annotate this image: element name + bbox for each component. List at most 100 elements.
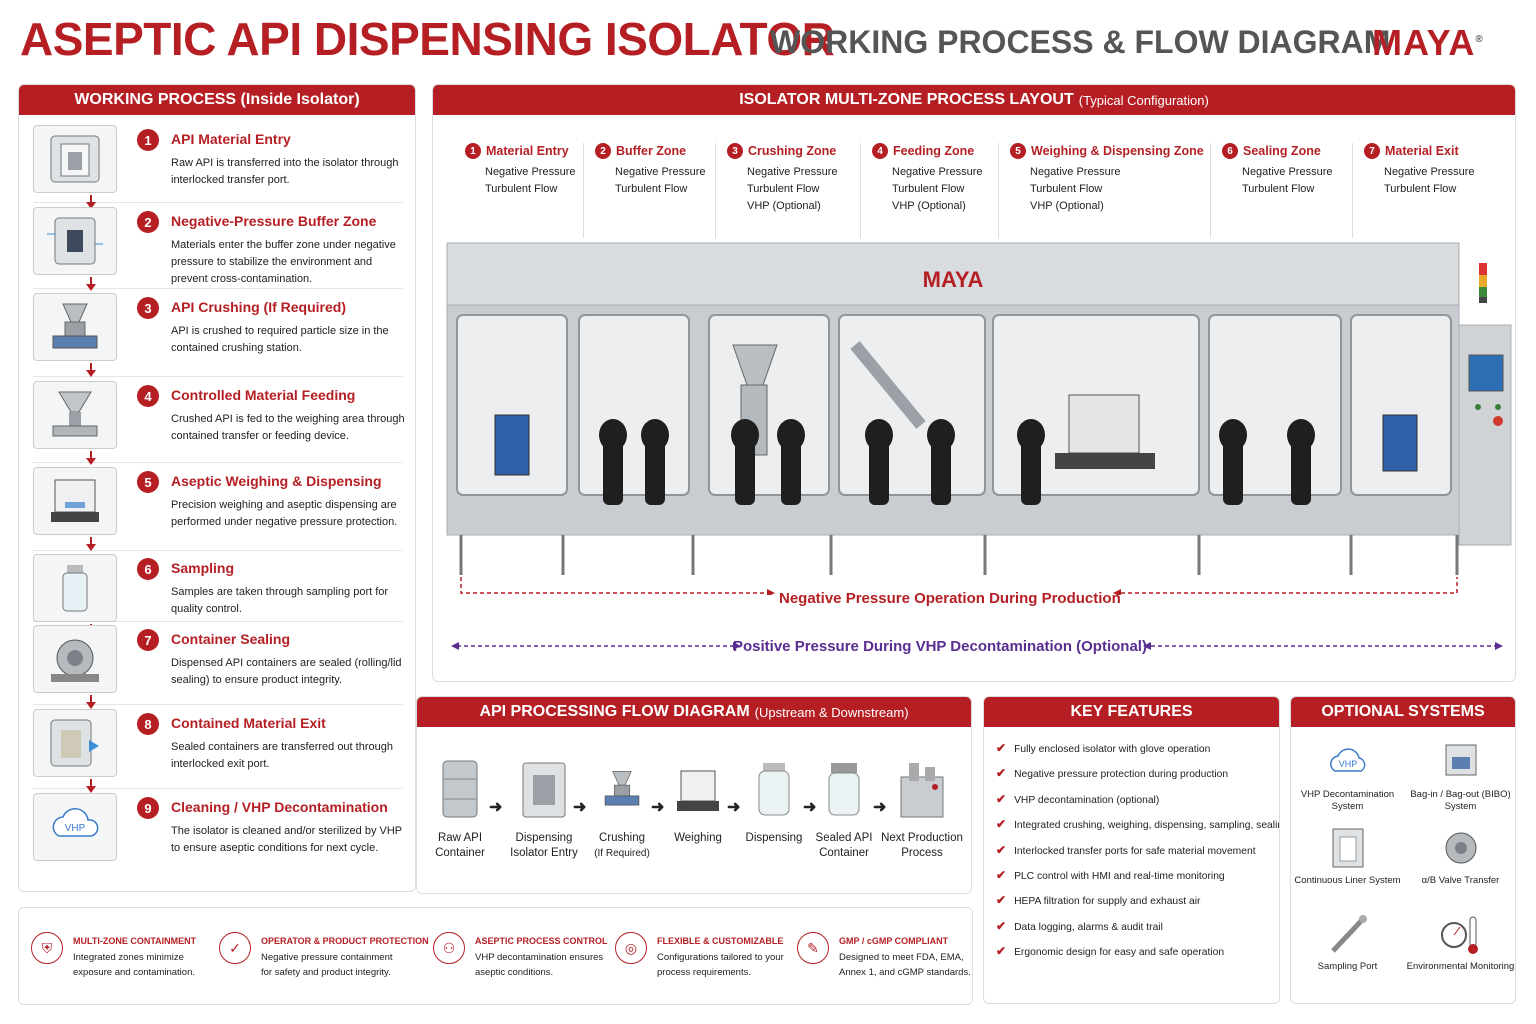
optional-system-item: Bag-in / Bag-out (BIBO) System — [1404, 739, 1515, 813]
benefit-title: FLEXIBLE & CUSTOMIZABLE — [657, 936, 784, 946]
benefit-line2: for safety and product integrity. — [261, 967, 391, 978]
scale-icon — [655, 757, 741, 821]
benefit-line1: Designed to meet FDA, EMA, — [839, 952, 964, 963]
zone-attribute: Negative Pressure — [1242, 166, 1333, 178]
step-description: API is crushed to required particle size… — [171, 325, 389, 354]
drum-icon — [417, 757, 503, 821]
people-icon: ⚇ — [433, 932, 465, 964]
step-description: Materials enter the buffer zone under ne… — [171, 239, 396, 285]
key-feature-text: VHP decontamination (optional) — [1014, 794, 1160, 806]
flow-arrow-icon: ➜ — [573, 799, 587, 816]
key-feature-text: Fully enclosed isolator with glove opera… — [1014, 744, 1211, 755]
step-title: Container Sealing — [171, 631, 291, 647]
checkmark-icon: ✔ — [996, 817, 1007, 832]
flow-label-line1: Next Production — [881, 832, 963, 844]
flow-step-label: Dispensing — [731, 831, 817, 846]
flow-arrow-icon: ➜ — [489, 799, 503, 816]
zone-number-badge: 2 — [595, 143, 611, 159]
step-number-badge: 3 — [137, 297, 159, 319]
benefit-line1: VHP decontamination ensures — [475, 952, 604, 963]
brand-logo: MAYA® — [1372, 22, 1484, 63]
shield-icon: ⛨ — [31, 932, 63, 964]
step-title: API Material Entry — [171, 131, 291, 147]
benefit-line2: Annex 1, and cGMP standards. — [839, 967, 971, 978]
zone-name: Material Exit — [1385, 144, 1459, 158]
step-number-badge: 5 — [137, 471, 159, 493]
flow-label-line1: Crushing — [598, 832, 646, 844]
key-feature-text: Ergonomic design for easy and safe opera… — [1014, 947, 1225, 959]
flow-label-line1: Sealed API — [815, 832, 873, 844]
benefit-title: MULTI-ZONE CONTAINMENT — [73, 936, 197, 946]
zone-number-badge: 3 — [727, 143, 743, 159]
machine-logo: MAYA — [923, 267, 984, 292]
down-arrow-icon — [85, 537, 97, 551]
step-title: Negative-Pressure Buffer Zone — [171, 213, 377, 229]
zone-divider — [715, 143, 716, 238]
benefit-description: Designed to meet FDA, EMA, Annex 1, and c… — [839, 950, 971, 980]
checkmark-icon: ✔ — [996, 893, 1007, 908]
page-subtitle: WORKING PROCESS & FLOW DIAGRAM — [770, 24, 1391, 60]
step-description: Crushed API is fed to the weighing area … — [171, 413, 405, 442]
optional-system-label: Bag-in / Bag-out (BIBO) System — [1410, 789, 1511, 812]
isolator-icon — [501, 757, 587, 821]
sealed-jar-icon — [801, 757, 887, 821]
step-title: Sampling — [171, 560, 235, 576]
key-feature-item: ✔Interlocked transfer ports for safe mat… — [996, 843, 1256, 857]
positive-pressure-arrow — [451, 642, 1503, 650]
gauge-icon — [1404, 911, 1515, 957]
benefit-line1: Configurations tailored to your — [657, 952, 784, 963]
benefit-line2: process requirements. — [657, 967, 751, 978]
zone-number-badge: 4 — [872, 143, 888, 159]
down-arrow-icon — [85, 195, 97, 209]
zone-attribute: Negative Pressure — [485, 166, 576, 178]
key-feature-text: Data logging, alarms & audit trail — [1014, 921, 1163, 933]
sample-bottle-icon — [33, 554, 117, 622]
flow-label-line2: Container — [435, 847, 485, 859]
bibo-icon — [1404, 739, 1515, 785]
zone-name: Buffer Zone — [616, 144, 687, 158]
flow-step: Dispensing — [731, 757, 817, 846]
optional-system-label: Continuous Liner System — [1294, 875, 1401, 886]
flow-label-line2: Container — [819, 847, 869, 859]
zone-title: 2 Buffer Zone — [595, 143, 706, 159]
zone-attribute: Turbulent Flow — [1030, 183, 1103, 195]
crusher-icon — [33, 293, 117, 361]
benefit-description: Configurations tailored to your process r… — [657, 950, 784, 980]
zone-divider — [998, 143, 999, 238]
step-description: The isolator is cleaned and/or sterilize… — [171, 825, 402, 854]
flow-heading: API PROCESSING FLOW DIAGRAM(Upstream & D… — [417, 697, 971, 727]
step-number-badge: 4 — [137, 385, 159, 407]
zone-name: Material Entry — [486, 144, 569, 158]
machine-icon — [879, 757, 965, 821]
sealer-icon — [33, 625, 117, 693]
positive-pressure-note: Positive Pressure During VHP Decontamina… — [733, 638, 1147, 655]
down-arrow-icon — [85, 277, 97, 291]
zone-number-badge: 1 — [465, 143, 481, 159]
step-description: Dispensed API containers are sealed (rol… — [171, 657, 402, 686]
key-feature-text: Integrated crushing, weighing, dispensin… — [1014, 820, 1280, 832]
zone-divider — [583, 143, 584, 238]
process-step: 3 API Crushing (If Required) API is crushe… — [33, 293, 403, 377]
buffer-zone-icon — [33, 207, 117, 275]
step-title: API Crushing (If Required) — [171, 299, 346, 315]
optional-system-item: Sampling Port — [1291, 911, 1404, 973]
benefit-line2: exposure and contamination. — [73, 967, 195, 978]
step-description: Raw API is transferred into the isolator… — [171, 157, 399, 186]
vhp-cloud-icon: VHP — [1291, 739, 1404, 785]
